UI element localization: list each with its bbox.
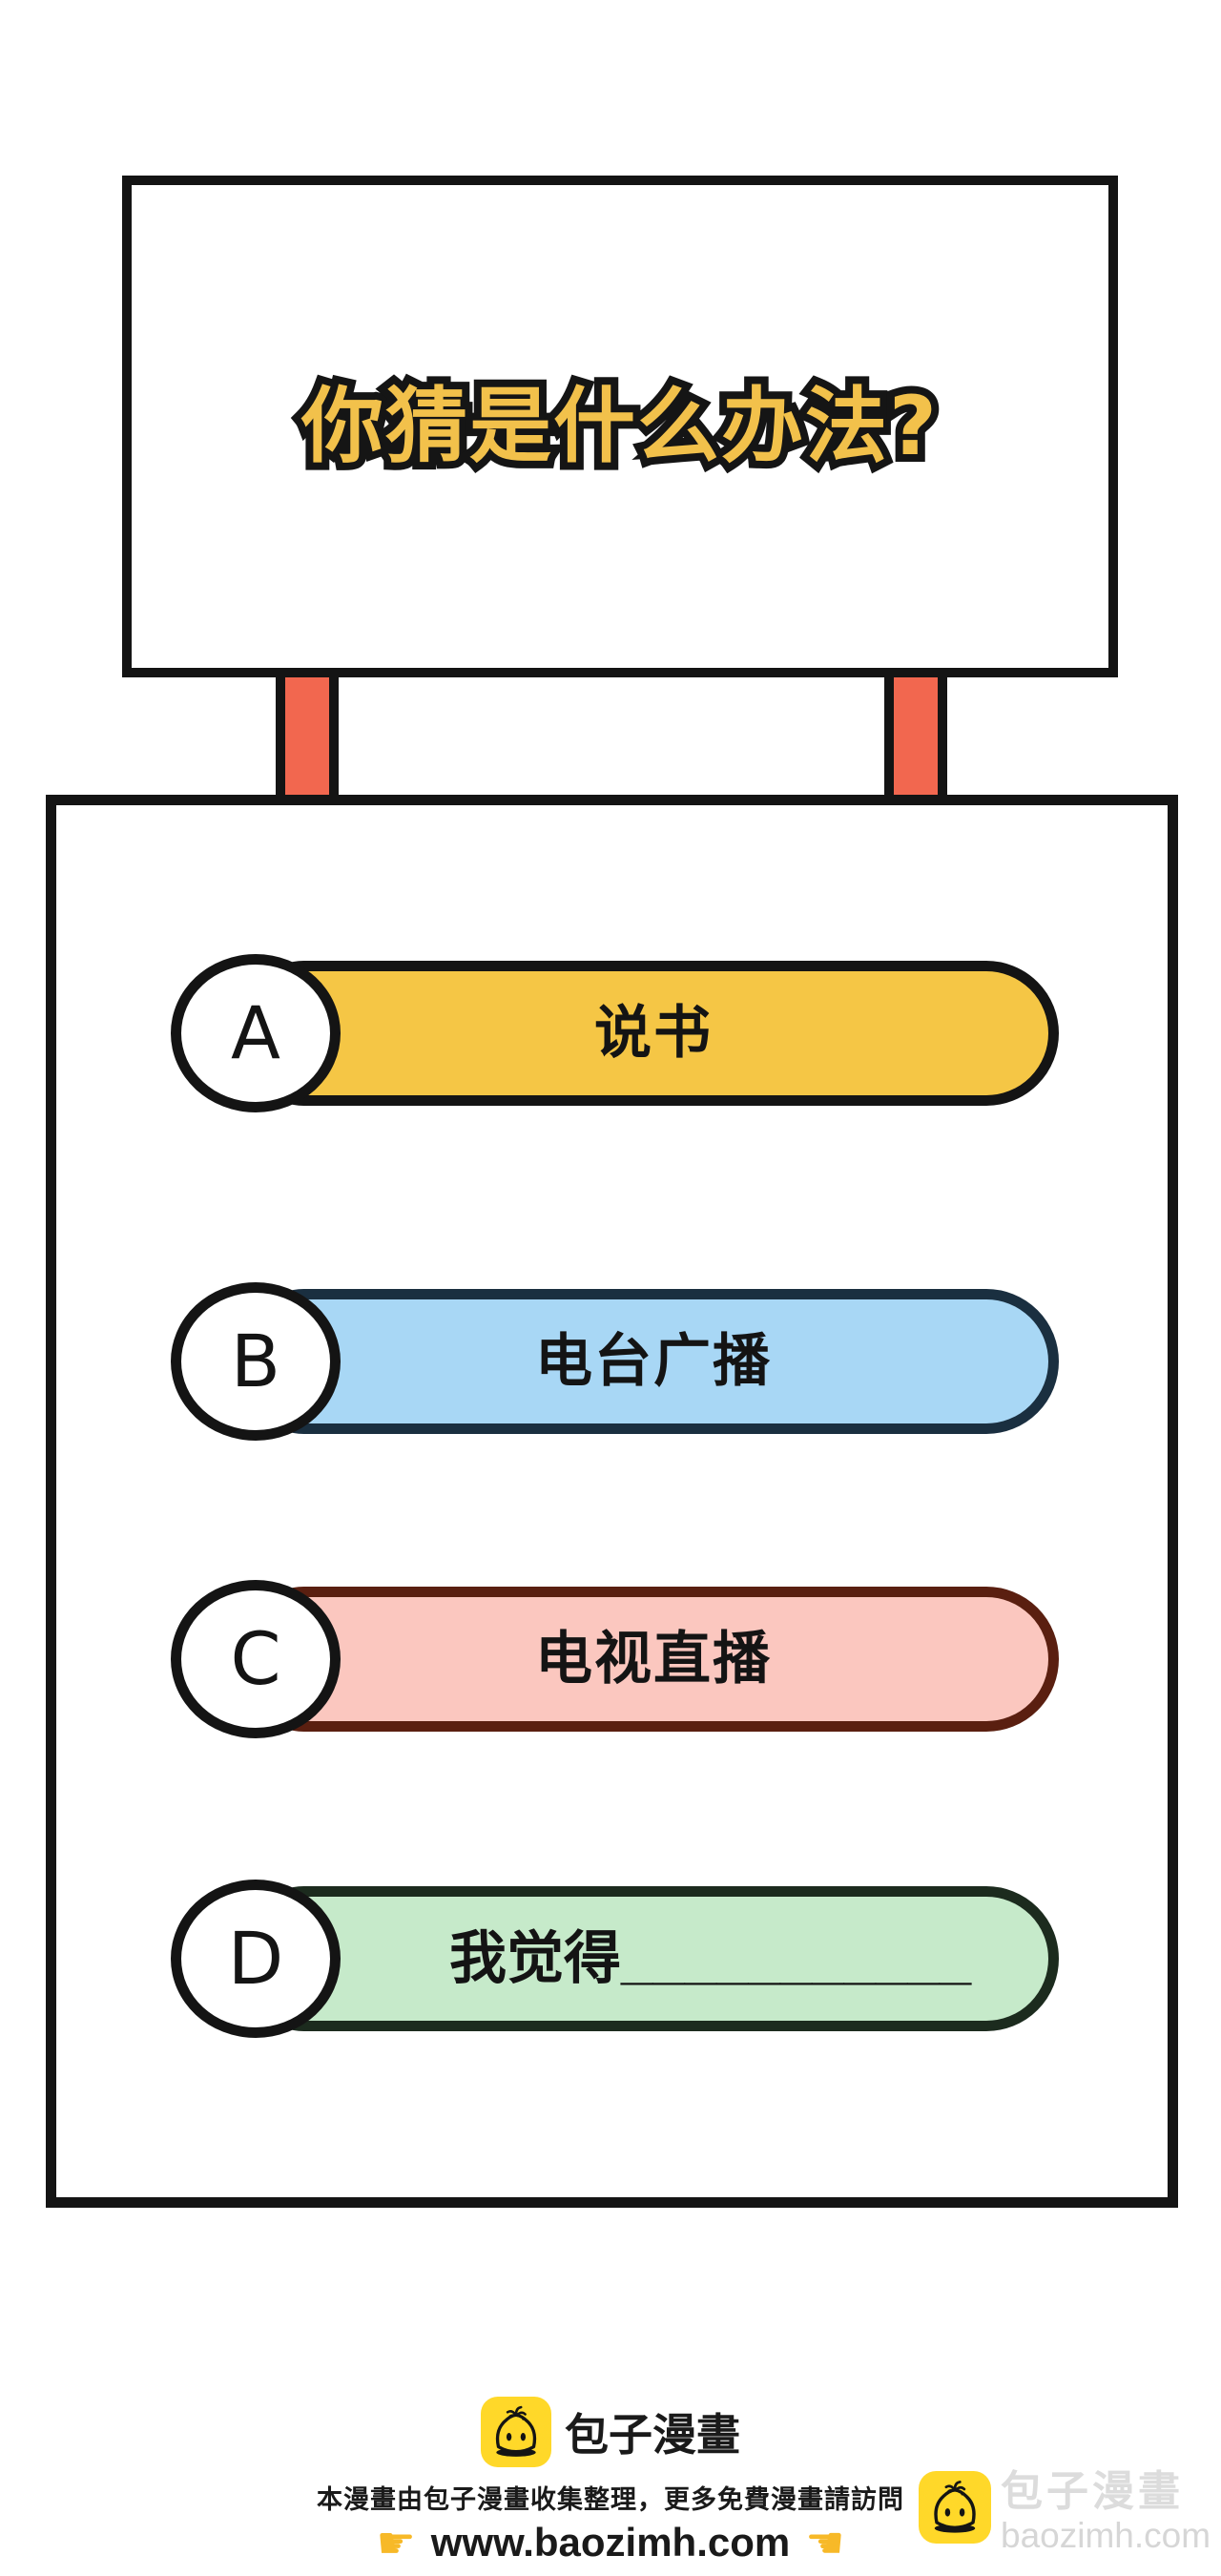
option-a-letter: A [231, 990, 280, 1075]
option-a[interactable]: 说书 A [171, 954, 1063, 1112]
option-d-letter: D [227, 1916, 284, 2001]
footer-notice: 本漫畫由包子漫畫收集整理，更多免費漫畫請訪問 [317, 2485, 904, 2514]
option-c-letter-badge: C [171, 1580, 341, 1738]
option-b-letter: B [230, 1319, 281, 1403]
option-a-label: 说书 [594, 1001, 713, 1065]
footer-brand-name: 包子漫畫 [565, 2410, 740, 2460]
sign-post-right [884, 672, 947, 801]
watermark-brand: 包子漫畫 [1001, 2468, 1184, 2515]
option-d[interactable]: 我觉得___________ D [171, 1880, 1063, 2038]
option-b-pill[interactable]: 电台广播 [248, 1289, 1059, 1434]
option-b[interactable]: 电台广播 B [171, 1282, 1063, 1441]
option-d-letter-badge: D [171, 1880, 341, 2038]
page-title-text: 你猜是什么办法? [301, 379, 939, 474]
footer-brand-row: 包子漫畫 [481, 2397, 740, 2467]
watermark-text: 包子漫畫 baozimh.com [1001, 2468, 1211, 2555]
pointing-hand-left-icon: ☚ [805, 2518, 845, 2567]
watermark-domain: baozimh.com [1001, 2516, 1211, 2555]
option-c-pill[interactable]: 电视直播 [248, 1587, 1059, 1732]
page-title: 你猜是什么办法? 你猜是什么办法? [294, 378, 944, 475]
sign-post-left [276, 672, 339, 801]
sign-board: 你猜是什么办法? 你猜是什么办法? [122, 176, 1118, 677]
baozi-logo-icon [481, 2397, 551, 2467]
footer: 包子漫畫 本漫畫由包子漫畫收集整理，更多免費漫畫請訪問 ☛ www.baozim… [0, 2397, 1221, 2566]
option-a-letter-badge: A [171, 954, 341, 1112]
footer-url-row: ☛ www.baozimh.com ☚ [377, 2520, 845, 2566]
footer-url[interactable]: www.baozimh.com [430, 2520, 791, 2565]
option-b-label: 电台广播 [535, 1329, 772, 1393]
option-c[interactable]: 电视直播 C [171, 1580, 1063, 1738]
option-c-letter: C [230, 1616, 281, 1701]
option-d-label: 我觉得___________ [449, 1926, 972, 1990]
watermark: 包子漫畫 baozimh.com [919, 2471, 1211, 2553]
pointing-hand-right-icon: ☛ [376, 2518, 416, 2567]
option-c-label: 电视直播 [535, 1627, 772, 1691]
page-title-outline: 你猜是什么办法? [294, 378, 944, 475]
option-b-letter-badge: B [171, 1282, 341, 1441]
option-a-pill[interactable]: 说书 [248, 961, 1059, 1106]
option-d-pill[interactable]: 我觉得___________ [248, 1886, 1059, 2031]
watermark-baozi-logo-icon [919, 2471, 991, 2544]
